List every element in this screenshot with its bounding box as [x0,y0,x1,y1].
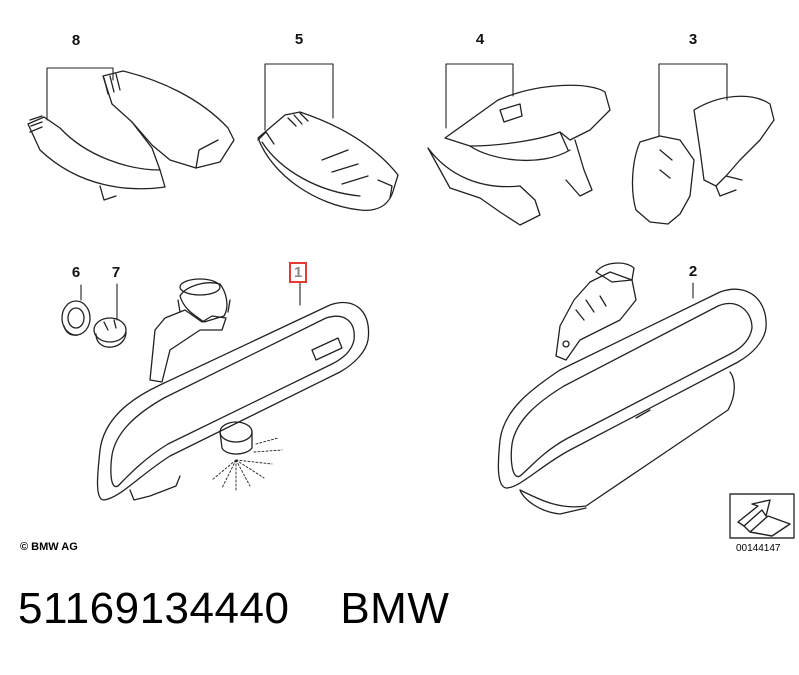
callout-4: 4 [475,31,485,48]
callout-5: 5 [294,31,304,48]
part-1-mirror [96,278,370,501]
leader-lines [46,63,728,321]
callout-8: 8 [71,32,81,49]
callout-7: 7 [111,264,121,281]
callout-1-highlighted[interactable]: 1 [289,262,308,283]
part-number: 51169134440 [18,584,290,633]
part-7-cap [93,317,127,348]
brand-name: BMW [340,584,450,633]
part-number-caption: 51169134440 BMW [18,584,449,634]
arrow-icon [729,493,795,539]
callout-6: 6 [71,264,81,281]
callout-2: 2 [688,263,698,280]
diagram-id: 00144147 [736,543,781,554]
part-2-mirror [497,262,767,515]
copyright-text: © BMW AG [20,541,78,553]
part-5-cover [257,111,399,211]
part-6-ring [61,300,91,336]
part-4-cover [427,84,611,226]
callout-3: 3 [688,31,698,48]
part-8-cover [27,70,235,201]
part-3-cover [631,95,775,225]
